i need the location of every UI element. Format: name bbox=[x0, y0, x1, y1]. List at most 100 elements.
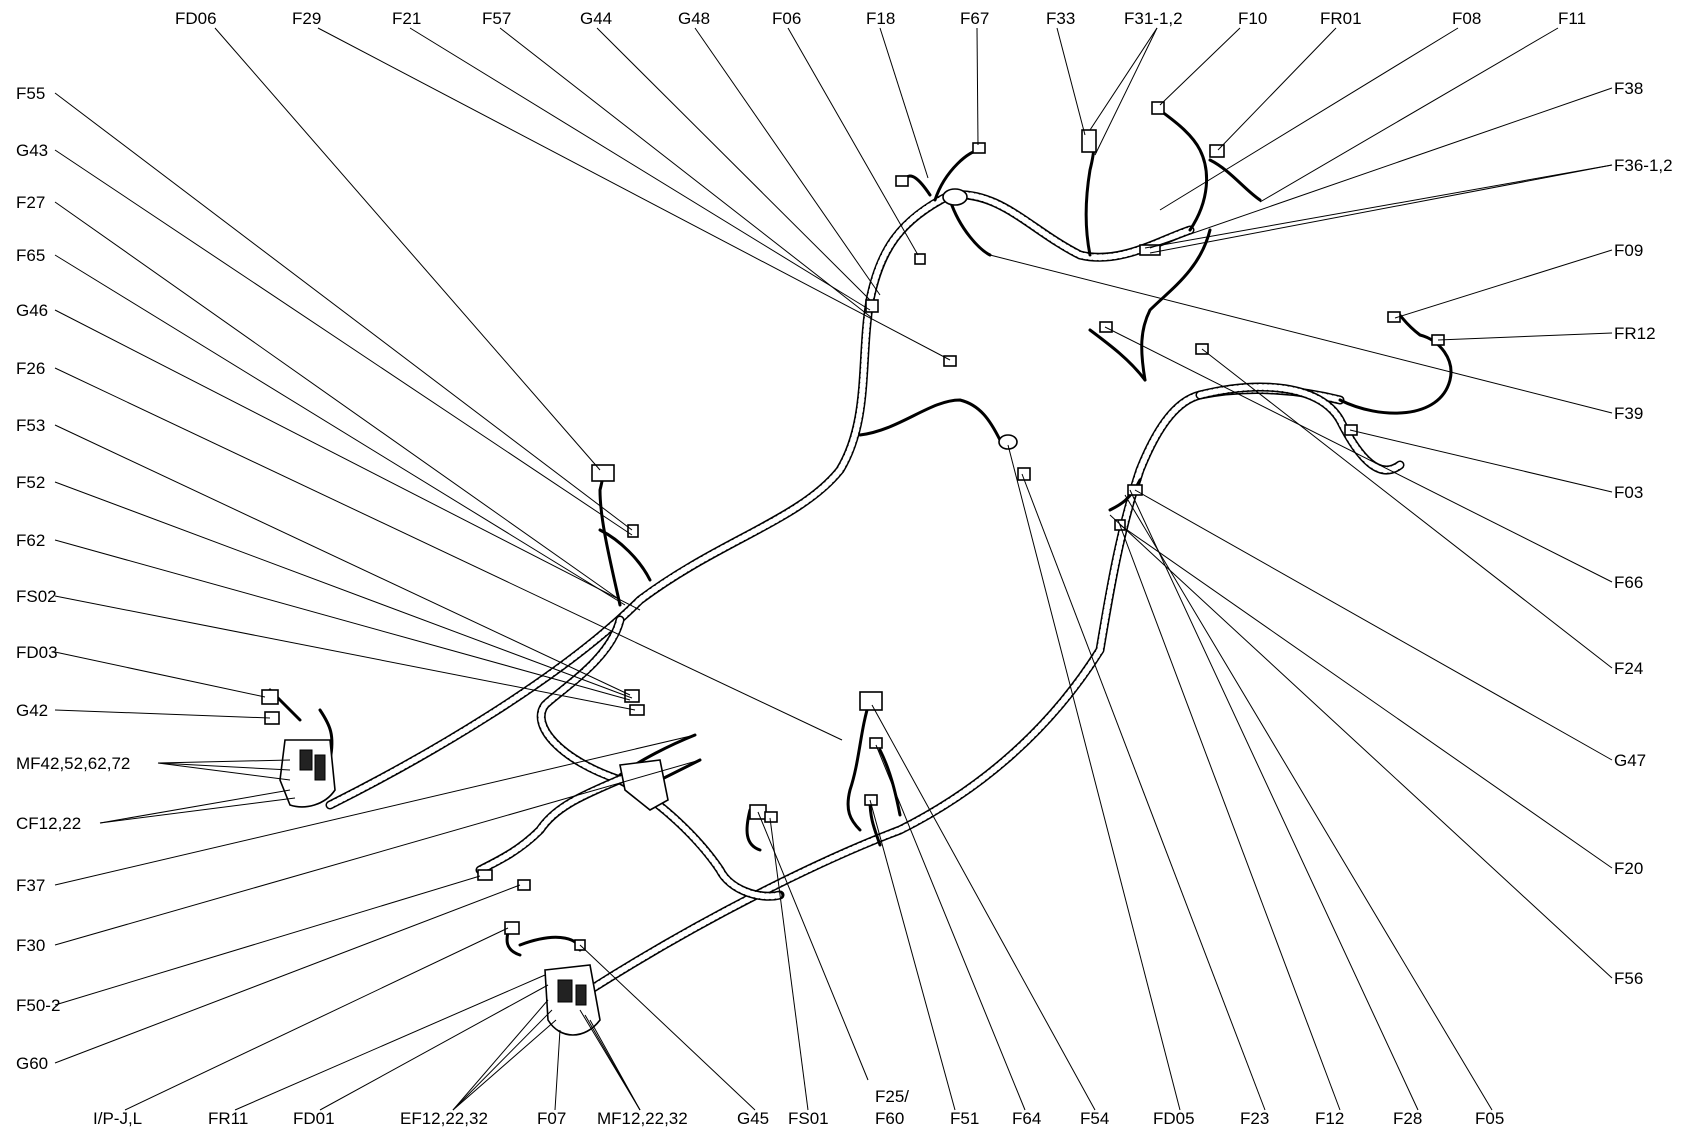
label-G60: G60 bbox=[16, 1054, 48, 1073]
label-FR01: FR01 bbox=[1320, 9, 1362, 28]
f64-branch bbox=[878, 748, 902, 817]
label-F64: F64 bbox=[1012, 1109, 1041, 1128]
right-loop bbox=[1195, 382, 1405, 475]
f29-branch bbox=[598, 528, 652, 582]
leader-CF-b bbox=[99, 797, 296, 824]
label-F39: F39 bbox=[1614, 404, 1643, 423]
label-MF42-52-62-72: MF42,52,62,72 bbox=[16, 754, 130, 773]
label-G44: G44 bbox=[580, 9, 612, 28]
label-F62: F62 bbox=[16, 531, 45, 550]
lower-left-branch-inner bbox=[477, 767, 643, 873]
leader-F62 bbox=[54, 539, 631, 701]
label-G45: G45 bbox=[737, 1109, 769, 1128]
leader-F31-a bbox=[1089, 27, 1158, 131]
label-G42: G42 bbox=[16, 701, 48, 720]
label-FR11: FR11 bbox=[208, 1109, 248, 1128]
center-right-branch bbox=[1140, 228, 1212, 382]
label-F21: F21 bbox=[392, 9, 421, 28]
label-F33: F33 bbox=[1046, 9, 1075, 28]
label-F10: F10 bbox=[1238, 9, 1267, 28]
leader-G43 bbox=[54, 149, 633, 536]
label-F18: F18 bbox=[866, 9, 895, 28]
label-F55: F55 bbox=[16, 84, 45, 103]
leader-F36-b bbox=[1149, 164, 1613, 254]
leader-F07 bbox=[554, 1029, 561, 1111]
label-F28: F28 bbox=[1393, 1109, 1422, 1128]
label-F52: F52 bbox=[16, 473, 45, 492]
f39-wire bbox=[948, 198, 992, 257]
leader-F52 bbox=[54, 481, 633, 699]
label-F27: F27 bbox=[16, 193, 45, 212]
leader-FR12 bbox=[1437, 332, 1613, 341]
leader-G48 bbox=[694, 27, 881, 296]
fs01-connector bbox=[764, 811, 778, 823]
leader-F05 bbox=[1124, 494, 1493, 1111]
leader-F38 bbox=[1149, 87, 1613, 249]
leader-FD05 bbox=[1007, 444, 1181, 1111]
leader-F65 bbox=[54, 254, 626, 606]
leader-FS01 bbox=[769, 817, 809, 1111]
leader-F24 bbox=[1201, 348, 1613, 669]
label-F51: F51 bbox=[950, 1109, 979, 1128]
label-F11: F11 bbox=[1558, 9, 1586, 28]
leader-F39 bbox=[989, 254, 1613, 414]
label-F09: F09 bbox=[1614, 241, 1643, 260]
main-trunk-right-inner bbox=[587, 386, 1343, 993]
g44-connector bbox=[865, 299, 879, 313]
label-FD06: FD06 bbox=[175, 9, 217, 28]
label-G48: G48 bbox=[678, 9, 710, 28]
leader-F26 bbox=[54, 367, 843, 741]
leader-F36-a bbox=[1144, 164, 1613, 249]
f50-connector bbox=[517, 879, 531, 891]
label-FD05: FD05 bbox=[1153, 1109, 1195, 1128]
f64-connector bbox=[869, 737, 883, 749]
leader-F51 bbox=[869, 799, 956, 1111]
label-F54: F54 bbox=[1080, 1109, 1109, 1128]
label-F57: F57 bbox=[482, 9, 511, 28]
leader-F10 bbox=[1159, 27, 1241, 106]
leader-MF-b bbox=[157, 762, 291, 771]
main-trunk-right bbox=[585, 385, 1345, 995]
leader-F31-b bbox=[1094, 27, 1158, 156]
g60-connector bbox=[504, 921, 520, 935]
central-arc-branch bbox=[858, 398, 1002, 442]
fr01-connector bbox=[1209, 144, 1225, 158]
leader-F33 bbox=[1056, 27, 1086, 136]
main-trunk-left bbox=[325, 190, 1195, 810]
label-F26: F26 bbox=[16, 359, 45, 378]
label-FS02: FS02 bbox=[16, 587, 57, 606]
left-cluster-detail-2 bbox=[314, 754, 326, 781]
leader-F56 bbox=[1109, 514, 1613, 979]
f08-branch bbox=[1208, 158, 1262, 202]
leader-CF-a bbox=[99, 789, 291, 824]
fd05-disk bbox=[998, 434, 1018, 450]
leader-MF12-c bbox=[589, 1019, 641, 1111]
f33-branch bbox=[1084, 133, 1096, 257]
label-MF12-22-32: MF12,22,32 bbox=[597, 1109, 688, 1128]
label-F08: F08 bbox=[1452, 9, 1481, 28]
f62-connector bbox=[624, 689, 640, 703]
label-F37: F37 bbox=[16, 876, 45, 895]
label-F53: F53 bbox=[16, 416, 45, 435]
leader-F29 bbox=[317, 27, 951, 361]
label-CF12-22: CF12,22 bbox=[16, 814, 81, 833]
label-F60: F60 bbox=[875, 1109, 904, 1128]
bottom-cluster-detail-2 bbox=[575, 984, 587, 1006]
leader-EF-b bbox=[452, 1009, 553, 1111]
label-F25: F25/ bbox=[875, 1087, 909, 1106]
leader-EF-c bbox=[452, 1019, 557, 1111]
f66-branch bbox=[1088, 328, 1147, 382]
fs02-connector bbox=[629, 704, 645, 716]
leader-F28 bbox=[1129, 489, 1419, 1111]
right-loop-inner bbox=[1197, 384, 1403, 473]
leader-F64 bbox=[875, 744, 1026, 1111]
label-F03: F03 bbox=[1614, 483, 1643, 502]
leader-G47 bbox=[1134, 489, 1613, 761]
f09-branch bbox=[1338, 312, 1453, 415]
left-middle-loop-inner bbox=[538, 617, 783, 900]
f33-connector bbox=[1081, 129, 1097, 153]
label-F50-2: F50-2 bbox=[16, 996, 60, 1015]
leader-F27 bbox=[54, 201, 621, 601]
leader-F03 bbox=[1349, 429, 1613, 493]
leader-F30 bbox=[54, 759, 701, 946]
